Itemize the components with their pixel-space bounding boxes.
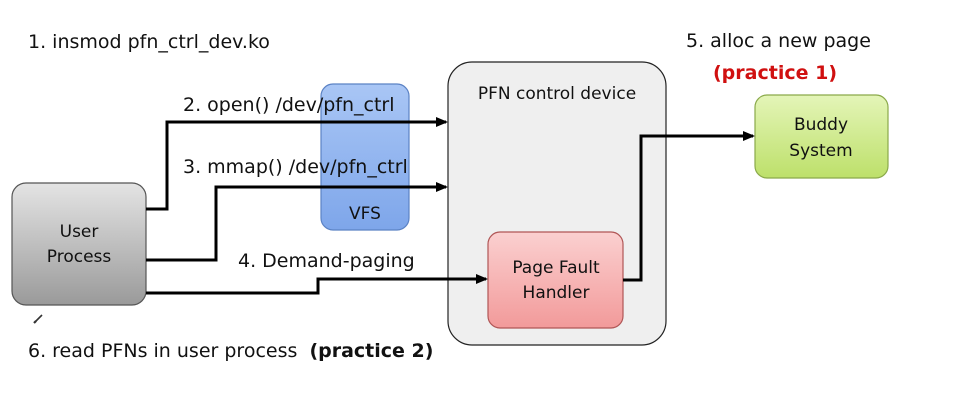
page-fault-handler-box: Page Fault Handler [487, 231, 624, 329]
step-6-label: 6. read PFNs in user process (practice 2… [28, 340, 433, 362]
step-6-practice-label: (practice 2) [309, 340, 433, 362]
page-fault-handler-label-line2: Handler [523, 283, 590, 303]
step-3-label: 3. mmap() /dev/pfn_ctrl [183, 156, 408, 178]
demand-paging-arrow [146, 274, 488, 295]
step-5-practice-label: (practice 1) [713, 62, 837, 84]
pencil-cursor-icon [33, 314, 43, 324]
buddy-system-label-line2: System [789, 141, 852, 161]
step-5-label: 5. alloc a new page [686, 30, 871, 52]
user-process-box: User Process [11, 182, 147, 306]
alloc-page-arrow [623, 131, 755, 282]
buddy-system-box: Buddy System [754, 94, 889, 179]
buddy-system-label-line1: Buddy [794, 115, 848, 135]
open-arrow [146, 117, 448, 211]
user-process-label-line1: User [60, 222, 99, 242]
page-fault-handler-label-line1: Page Fault [512, 258, 600, 278]
mmap-arrow [146, 182, 448, 262]
step-2-label: 2. open() /dev/pfn_ctrl [183, 94, 395, 116]
vfs-label: VFS [349, 204, 381, 224]
step-1-label: 1. insmod pfn_ctrl_dev.ko [28, 31, 270, 53]
user-process-label-line2: Process [47, 247, 112, 267]
step-4-label: 4. Demand-paging [238, 250, 415, 272]
pfn-control-device-label: PFN control device [478, 84, 636, 104]
step-6-text: 6. read PFNs in user process [28, 340, 297, 362]
